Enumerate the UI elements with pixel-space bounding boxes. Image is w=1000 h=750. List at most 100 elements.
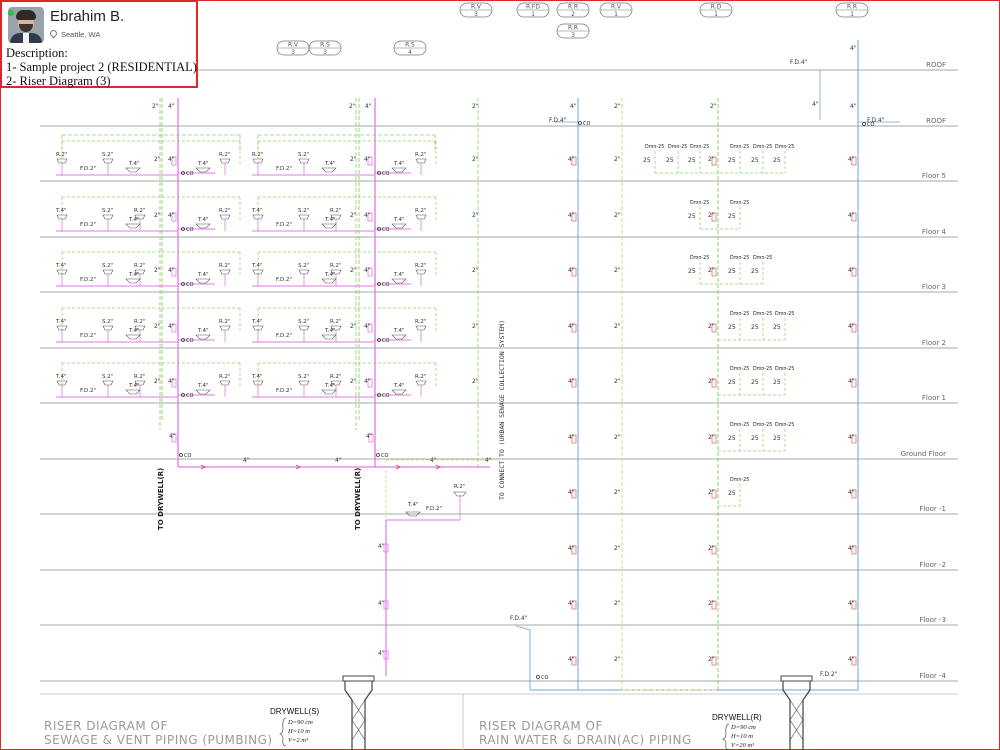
pipe-size-label: 4"	[168, 323, 175, 330]
fitting-icon	[711, 378, 717, 388]
pipe-size-label: 2"	[614, 103, 621, 110]
pipe-size-label: 25	[728, 490, 736, 497]
fitting-icon	[171, 267, 177, 277]
profile-name[interactable]: Ebrahim B.	[50, 8, 125, 25]
pipe-size-label: 4"	[364, 156, 371, 163]
toilet-label: T.4"	[324, 272, 335, 278]
online-dot-icon	[8, 10, 14, 16]
level-label: Floor -3	[919, 616, 946, 624]
fitting-icon	[571, 489, 577, 499]
fixture-label: T.4"	[251, 319, 262, 325]
pipe-size-label: 2"	[154, 212, 161, 219]
riser-tag-num: 1	[850, 11, 854, 18]
fitting-icon	[711, 600, 717, 610]
fixture-icon	[252, 269, 264, 275]
cleanout-icon	[179, 453, 183, 457]
riser-tag-code: R.S	[405, 42, 415, 49]
toilet-label: T.4"	[393, 217, 404, 223]
pipe-size-label: 4"	[848, 600, 855, 607]
pipe-size-label: 4"	[364, 378, 371, 385]
pipe-size-label: 4"	[364, 212, 371, 219]
fixture-label: R.2"	[134, 208, 145, 214]
fitting-icon	[851, 212, 857, 222]
fixture-label: T.4"	[251, 374, 262, 380]
fixture-icon	[298, 325, 310, 331]
pipe-size-label: 2"	[472, 323, 479, 330]
fitting-icon	[367, 323, 373, 333]
pipe-size-label: 4"	[848, 212, 855, 219]
riser-tag-code: R.R	[568, 4, 578, 11]
pipe-size-label: 25	[751, 268, 759, 275]
description-label: Description:	[6, 46, 68, 60]
cleanout-label: CO	[186, 282, 193, 288]
pipe-size-label: 4"	[848, 378, 855, 385]
fixture-icon	[415, 269, 427, 275]
pipe-size-label: 2"	[708, 378, 715, 385]
pipe-size-label: 4"	[430, 457, 437, 464]
fitting-icon	[851, 489, 857, 499]
pipe-size-label: 4"	[378, 600, 385, 607]
pipe-size-label: 25	[643, 157, 651, 164]
pipe-size-label: 2"	[708, 156, 715, 163]
fixture-icon	[134, 325, 146, 331]
pipe-size-label: 2"	[472, 212, 479, 219]
fixture-label: R.2"	[454, 484, 465, 490]
pipe-size-label: 4"	[243, 457, 250, 464]
description-line-2: 2- Riser Diagram (3)	[6, 74, 111, 88]
fitting-icon	[711, 323, 717, 333]
cleanout-icon	[578, 121, 582, 125]
toilet-label: T.4"	[197, 272, 208, 278]
toilet-label: T.4"	[128, 328, 139, 334]
fitting-icon	[171, 378, 177, 388]
fixture-icon	[134, 380, 146, 386]
level-label: Floor -4	[919, 672, 946, 680]
drywell-r-title: DRYWELL(R)	[712, 713, 762, 722]
pipe-size-label: 4"	[168, 212, 175, 219]
pipe-size-label: 4"	[568, 545, 575, 552]
pipe-size-label: 2"	[350, 323, 357, 330]
fixture-icon	[415, 214, 427, 220]
riser-tag-code: R.S	[320, 42, 330, 49]
toilet-icon	[391, 278, 407, 284]
profile-location: Seattle, WA	[48, 28, 100, 39]
pipe-size-label: 4"	[364, 323, 371, 330]
pipe-size-label: 2"	[154, 156, 161, 163]
pipe-size-label: 4"	[568, 156, 575, 163]
toilet-icon	[125, 223, 141, 229]
drywell-s: DRYWELL(S) D=90 cm H=10 m V=2 m³	[270, 675, 375, 750]
ac-unit-label: Dmn-25	[730, 255, 749, 261]
pipe-size-label: 4"	[168, 103, 175, 110]
sewage-vent-system: 2"4"2"4"2"R.2"S.2"R.2"F.D.2"T.4"T.4"CO2"…	[55, 98, 492, 676]
pipe-size-label: 2"	[350, 212, 357, 219]
ac-unit-label: Dmn-25	[730, 366, 749, 372]
fitting-icon	[367, 156, 373, 166]
ac-unit-label: Dmn-25	[690, 255, 709, 261]
fixture-label: R.2"	[415, 319, 426, 325]
fixture-label: R.2"	[415, 263, 426, 269]
fixture-label: S.2"	[102, 319, 113, 325]
pipe-size-label: 2"	[614, 545, 621, 552]
fixture-label: R.2"	[219, 208, 230, 214]
fixture-label: S.2"	[102, 374, 113, 380]
drywell-s-h: H=10 m	[287, 728, 310, 735]
fixture-label: R.2"	[56, 152, 67, 158]
avatar-icon[interactable]	[8, 7, 44, 43]
level-label: Floor 4	[922, 228, 947, 236]
ac-unit-label: Dmn-25	[730, 311, 749, 317]
pipe-size-label: 2"	[152, 103, 159, 110]
pipe-size-label: 25	[773, 157, 781, 164]
toilet-label: T.4"	[324, 328, 335, 334]
pipe-size-label: 25	[728, 435, 736, 442]
fixture-icon	[330, 269, 342, 275]
cleanout-icon	[181, 338, 185, 342]
toilet-icon	[391, 389, 407, 395]
fixture-label: T.4"	[55, 319, 66, 325]
profile-card[interactable]: Ebrahim B. Seattle, WA Description: 1- S…	[0, 0, 198, 88]
pipe-size-label: 4"	[485, 457, 492, 464]
fitting-icon	[171, 212, 177, 222]
toilet-label: T.4"	[324, 383, 335, 389]
ac-unit-label: Dmn-25	[775, 311, 794, 317]
pipe-size-label: 25	[688, 157, 696, 164]
riser-tag-num: 3	[291, 49, 295, 56]
